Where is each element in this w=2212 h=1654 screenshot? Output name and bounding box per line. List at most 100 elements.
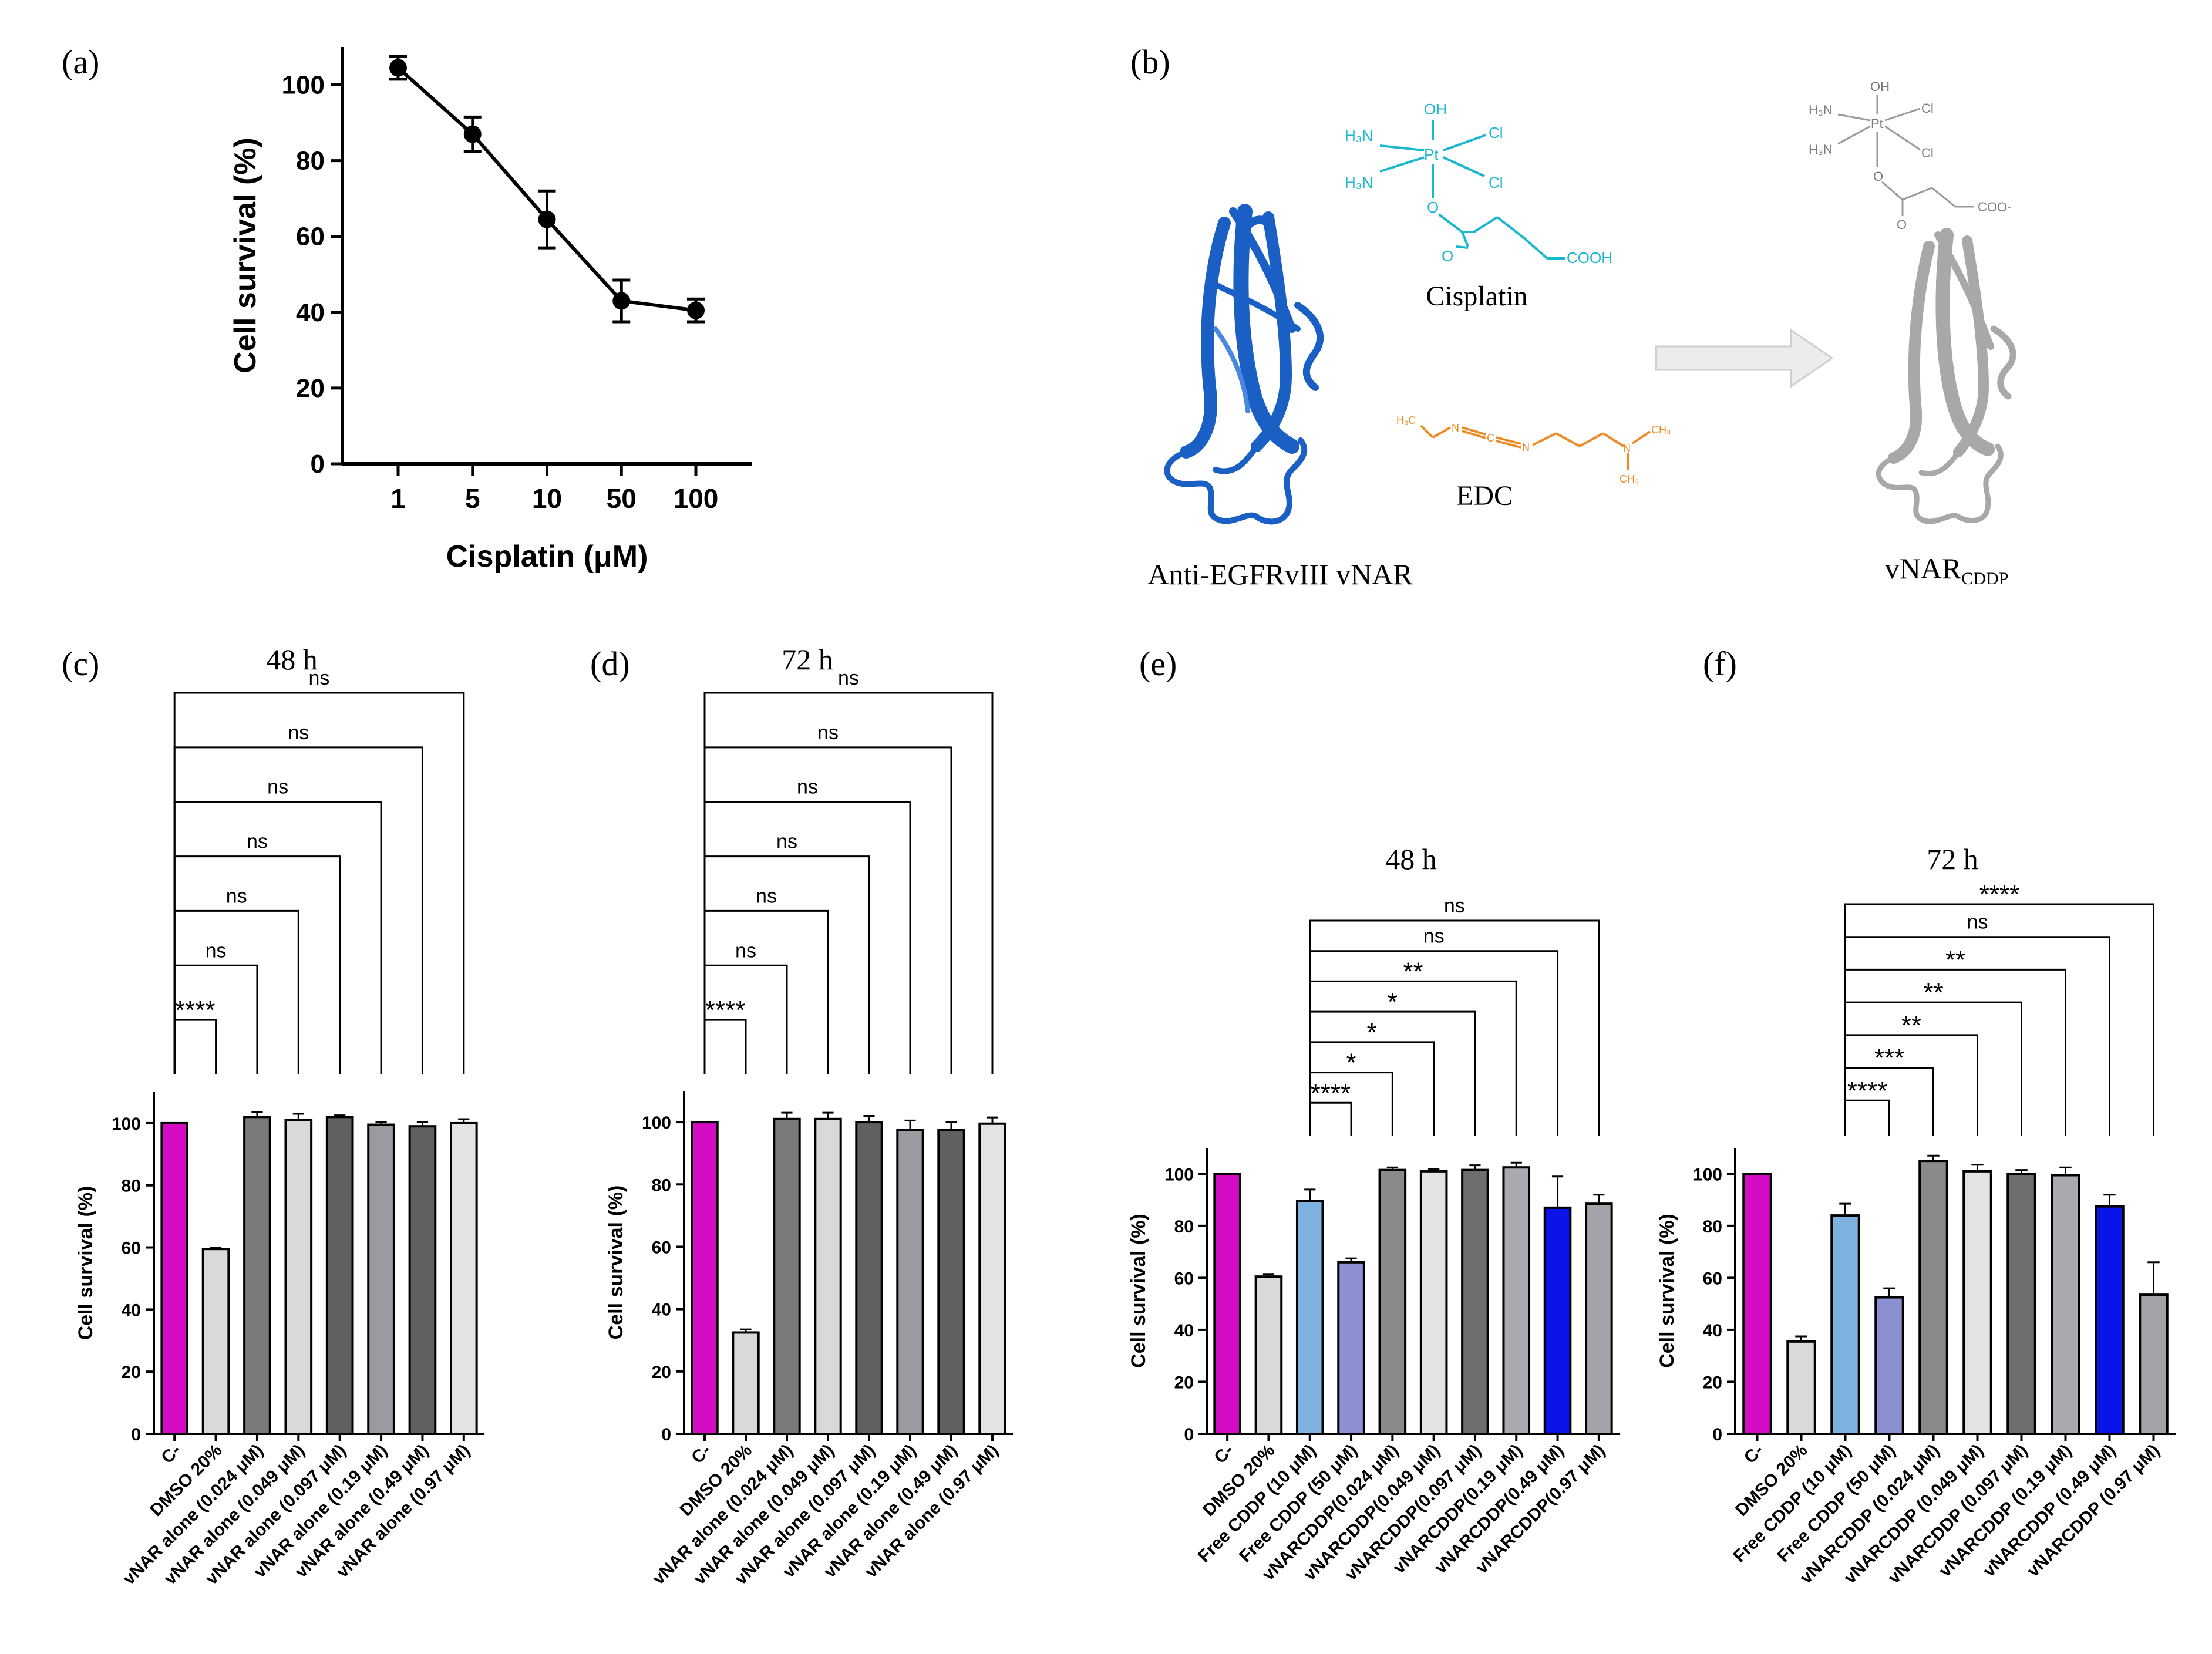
d-x-tick-label: C- — [688, 1441, 715, 1468]
f-y-tick-label: 100 — [1693, 1165, 1722, 1184]
edc-n1: N — [1452, 422, 1459, 434]
c-bar — [243, 1116, 271, 1435]
edc-n3: N — [1623, 443, 1631, 454]
vnar-protein-structure — [1164, 204, 1324, 525]
c-comparison-bracket — [173, 801, 382, 1074]
vnar-cddp-caption: vNARCDDP — [1885, 552, 2009, 588]
product-drug-structure: OH H₃N H₃N Pt Cl Cl O O COO- — [1809, 79, 2011, 232]
d-y-axis-label: Cell survival (%) — [605, 1185, 627, 1340]
edc-caption: EDC — [1456, 480, 1513, 511]
a-x-tick-label: 5 — [465, 483, 480, 514]
f-y-tick-label: 80 — [1703, 1217, 1722, 1237]
d-y-tick-label: 100 — [642, 1113, 671, 1133]
e-y-tick-label: 40 — [1174, 1321, 1194, 1340]
vnar-cddp-protein-structure — [1876, 228, 2016, 524]
d-bar — [814, 1117, 842, 1436]
d-significance-label: **** — [705, 996, 746, 1025]
e-bar — [1295, 1200, 1324, 1435]
edc-n2: N — [1522, 442, 1530, 453]
f-significance-label: ** — [1901, 1011, 1921, 1040]
e-bar — [1461, 1168, 1489, 1436]
a-x-tick-label: 1 — [390, 483, 406, 514]
a-y-tick-label: 80 — [296, 147, 325, 176]
cisplatin-h3n-bottom: H₃N — [1345, 174, 1373, 191]
c-y-tick-label: 100 — [112, 1114, 141, 1134]
panel-c-label: (c) — [62, 645, 99, 683]
product-o: O — [1873, 169, 1883, 184]
reaction-arrow — [1655, 328, 1834, 388]
product-coo: COO- — [1978, 200, 2011, 214]
f-x-tick-label: C- — [1740, 1441, 1767, 1468]
f-bar — [1962, 1170, 1992, 1435]
f-bar — [1874, 1296, 1904, 1435]
cisplatin-cl-bottom: Cl — [1489, 174, 1503, 191]
cisplatin-cooh: COOH — [1567, 249, 1612, 267]
e-bar — [1502, 1166, 1531, 1436]
d-bar — [691, 1121, 719, 1436]
c-y-tick-label: 20 — [122, 1363, 141, 1382]
a-data-point — [538, 210, 556, 228]
e-significance-label: ns — [1423, 925, 1445, 948]
c-y-tick-label: 40 — [122, 1301, 141, 1320]
e-chart-title: 48 h — [1385, 843, 1437, 875]
c-y-axis-label: Cell survival (%) — [75, 1186, 97, 1340]
c-bar — [408, 1125, 437, 1435]
a-y-tick-label: 20 — [296, 374, 325, 403]
e-bar — [1419, 1170, 1448, 1435]
f-significance-label: ns — [1967, 911, 1988, 934]
e-significance-label: ** — [1403, 957, 1423, 986]
a-data-point — [463, 125, 482, 143]
d-significance-label: ns — [838, 667, 859, 689]
panel-e-label: (e) — [1139, 645, 1177, 683]
edc-ch3-left: H₃C — [1396, 415, 1416, 426]
c-bar — [201, 1248, 230, 1435]
d-bar — [978, 1122, 1006, 1435]
f-significance-label: ** — [1923, 978, 1943, 1007]
c-comparison-bracket — [173, 692, 465, 1074]
c-x-tick-label: C- — [157, 1441, 184, 1468]
f-significance-label: **** — [1847, 1076, 1888, 1105]
c-y-tick-label: 80 — [122, 1177, 141, 1196]
cisplatin-structure: OH H₃N H₃N Pt Cl Cl O O COOH — [1345, 100, 1612, 267]
c-significance-label: ns — [267, 776, 288, 799]
f-y-axis-label: Cell survival (%) — [1656, 1214, 1678, 1368]
c-bar — [325, 1116, 354, 1435]
d-significance-label: ns — [797, 776, 818, 799]
product-h3n-top: H₃N — [1809, 103, 1833, 117]
cisplatin-pt: Pt — [1424, 146, 1439, 163]
d-comparison-bracket — [703, 692, 994, 1074]
e-y-tick-label: 100 — [1164, 1165, 1194, 1184]
f-significance-label: ** — [1945, 945, 1965, 974]
f-chart-title: 72 h — [1927, 843, 1978, 875]
c-y-tick-label: 60 — [122, 1239, 141, 1258]
product-h3n-bottom: H₃N — [1809, 142, 1833, 157]
e-x-tick-label: C- — [1210, 1441, 1237, 1468]
a-data-point — [687, 301, 705, 319]
d-bar — [855, 1121, 883, 1436]
f-comparison-bracket — [1844, 903, 2154, 1136]
product-cl-bottom: Cl — [1921, 146, 1934, 160]
f-y-tick-label: 0 — [1712, 1425, 1722, 1444]
c-significance-label: ns — [247, 831, 268, 853]
a-data-point — [389, 59, 407, 77]
d-comparison-bracket — [703, 1019, 747, 1074]
d-comparison-bracket — [703, 909, 829, 1074]
a-y-tick-label: 60 — [296, 223, 325, 251]
vnar-cddp-caption-sub: CDDP — [1961, 569, 2008, 588]
e-comparison-bracket — [1309, 1101, 1352, 1136]
cisplatin-caption: Cisplatin — [1426, 281, 1527, 312]
a-y-axis-label: Cell survival (%) — [228, 137, 262, 373]
vnar-caption: Anti-EGFRvIII vNAR — [1147, 558, 1413, 591]
e-significance-label: ns — [1444, 895, 1465, 917]
d-bar — [732, 1331, 760, 1436]
product-oh: OH — [1870, 79, 1890, 94]
d-significance-label: ns — [756, 885, 777, 907]
c-significance-label: **** — [175, 996, 216, 1025]
edc-ch3-bottom: CH₃ — [1620, 473, 1639, 485]
c-significance-label: ns — [226, 885, 247, 907]
e-significance-label: * — [1388, 988, 1398, 1016]
